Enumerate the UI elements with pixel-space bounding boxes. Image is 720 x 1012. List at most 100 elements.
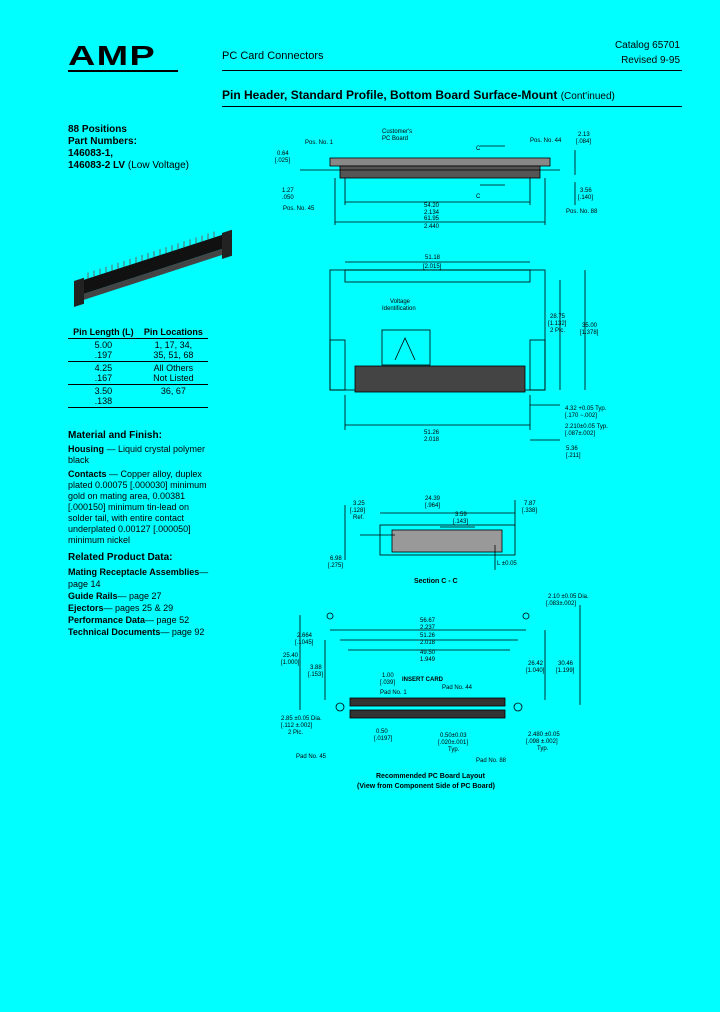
dim-2-13: 2.13 — [578, 132, 590, 138]
dim-0-128: [.128] — [350, 508, 365, 514]
dim-2-440: 2.440 — [424, 224, 440, 230]
dim-2-480: 2.480 ±0.05 — [528, 732, 560, 738]
title-rule — [222, 106, 682, 107]
pin-locations-value: 36, 67 — [138, 384, 208, 408]
related-label: Guide Rails — [68, 591, 118, 601]
dim-2-015: [2.015] — [423, 264, 442, 270]
dim-1-199: [1.199] — [556, 668, 575, 674]
related-item: Performance Data— page 52 — [68, 614, 218, 626]
catalog-number: Catalog 65701 — [614, 40, 680, 51]
dim-30-46: 30.46 — [558, 661, 574, 667]
contacts-label: Contacts — [68, 469, 107, 479]
related-label: Technical Documents — [68, 627, 161, 637]
col-pin-locations: Pin Locations — [138, 326, 208, 339]
dim-l-tolerance: L ±0.05 — [497, 561, 517, 567]
section-marker-c-2: C — [476, 194, 481, 200]
contacts-text: — Copper alloy, duplex plated 0.00075 [.… — [68, 469, 207, 545]
dim-56-67: 56.67 — [420, 618, 436, 624]
catalog-info: Catalog 65701 Revised 9-95 — [615, 38, 680, 68]
related-section: Related Product Data: Mating Receptacle … — [68, 552, 218, 638]
table-row: 5.00 .197 1, 17, 34, 35, 51, 68 — [68, 338, 208, 362]
dim-2-10-dia: 2.10 ±0.05 Dia. — [548, 594, 589, 600]
dim-0-50-typ: 0.50±0.03 — [440, 733, 467, 739]
housing-text: — Liquid crystal polymer black — [68, 444, 206, 465]
part-numbers-label: Part Numbers: — [68, 136, 137, 147]
layout-caption: Recommended PC Board Layout — [376, 773, 486, 780]
voltage-label-2: Identification — [382, 306, 416, 312]
dim-0-020: [.020±.001] — [438, 740, 468, 746]
header-rule — [222, 70, 682, 71]
pin-length-table: Pin Length (L) Pin Locations 5.00 .197 1… — [68, 326, 208, 408]
customers-board-label-2: PC Board — [382, 136, 408, 142]
page-title: Pin Header, Standard Profile, Bottom Boa… — [222, 88, 615, 102]
related-heading: Related Product Data: — [68, 552, 173, 563]
positions: 88 Positions — [68, 124, 127, 135]
dim-0-211: [.211] — [566, 453, 581, 459]
dim-28-75: 28.75 — [550, 314, 566, 320]
pin-length-value: 4.25 .167 — [68, 361, 139, 385]
insert-card-label: INSERT CARD — [402, 677, 444, 683]
part-number-2: 146083-2 LV — [68, 160, 126, 171]
dim-2-plc: 2 Plc. — [550, 328, 565, 334]
title-continued: (Cont'inued) — [560, 91, 615, 102]
related-page: — page 92 — [160, 627, 205, 637]
dim-3-25: 3.25 — [353, 501, 365, 507]
related-item: Ejectors— pages 25 & 29 — [68, 602, 218, 614]
dim-2-85-dia: 2.85 ±0.05 Dia. — [281, 716, 322, 722]
dim-1-132: [1.132] — [548, 321, 567, 327]
related-label: Ejectors — [68, 603, 104, 613]
dim-0-083: [.083±.002] — [546, 601, 576, 607]
dim-51-26: 51.26 — [424, 430, 440, 436]
related-item: Technical Documents— page 92 — [68, 626, 218, 638]
dim-51-26-b: 51.26 — [420, 633, 436, 639]
dim-3-56: 3.56 — [580, 188, 592, 194]
related-page: — pages 25 & 29 — [103, 603, 174, 613]
pad-88-label: Pad No. 88 — [476, 758, 507, 764]
dim-1-00: 1.00 — [382, 673, 394, 679]
dim-1-378: [1.378] — [580, 330, 599, 336]
pin-length-value: 3.50 .138 — [68, 384, 139, 408]
dim-2-210: 2.210±0.05 Typ. — [565, 424, 608, 430]
pos-1-label: Pos. No. 1 — [305, 140, 334, 146]
dim-0-338: [.338] — [522, 508, 537, 514]
material-section: Material and Finish: Housing — Liquid cr… — [68, 430, 208, 546]
pin-length-value: 5.00 .197 — [68, 338, 139, 362]
dim-0-1045: [.1045] — [295, 640, 314, 646]
pad-45-label: Pad No. 45 — [296, 754, 327, 760]
dim-0-084: [.084] — [576, 139, 591, 145]
layout-caption-2: (View from Component Side of PC Board) — [357, 783, 495, 790]
dim-0-170: [.170 −.002] — [565, 413, 597, 419]
housing-label: Housing — [68, 444, 104, 454]
dim-25-40: 25.40 — [283, 653, 299, 659]
dim-49-50: 49.50 — [420, 650, 436, 656]
dim-2-237: 2.237 — [420, 625, 436, 631]
pad-44-label: Pad No. 44 — [442, 685, 473, 691]
pad-1-label: Pad No. 1 — [380, 690, 407, 696]
pin-length-table-wrap: Pin Length (L) Pin Locations 5.00 .197 1… — [68, 326, 208, 408]
dim-35-00: 35.00 — [582, 323, 598, 329]
dim-0-50: 0.50 — [376, 729, 388, 735]
table-row: 4.25 .167 All Others Not Listed — [68, 361, 208, 385]
related-page: — page 52 — [145, 615, 190, 625]
dim-0-0197: [.0197] — [374, 736, 393, 742]
dim-1-040: [1.040] — [526, 668, 545, 674]
dim-0-964: [.964] — [425, 503, 440, 509]
dim-0-039: [.039] — [380, 680, 395, 686]
dim-24-39: 24.39 — [425, 496, 441, 502]
dim-0-025: [.025] — [275, 158, 290, 164]
dim-2-plc-b: 2 Plc. — [288, 730, 303, 736]
related-page: — page 27 — [117, 591, 162, 601]
dim-61-95: 61.95 — [424, 216, 440, 222]
dim-2-664: 2.664 — [297, 633, 313, 639]
section-caption: Section C - C — [414, 578, 458, 585]
pos-44-label: Pos. No. 44 — [530, 138, 562, 144]
section-marker-c: C — [476, 146, 481, 152]
dim-3-88: 3.88 — [310, 665, 322, 671]
pin-locations-value: 1, 17, 34, 35, 51, 68 — [138, 338, 208, 362]
dim-7-87: 7.87 — [524, 501, 536, 507]
dim-typ: Typ. — [448, 747, 460, 753]
dim-0-64: 0.64 — [277, 151, 289, 157]
dim-51-18: 51.18 — [425, 255, 441, 261]
dim-0-140: [.140] — [578, 195, 593, 201]
